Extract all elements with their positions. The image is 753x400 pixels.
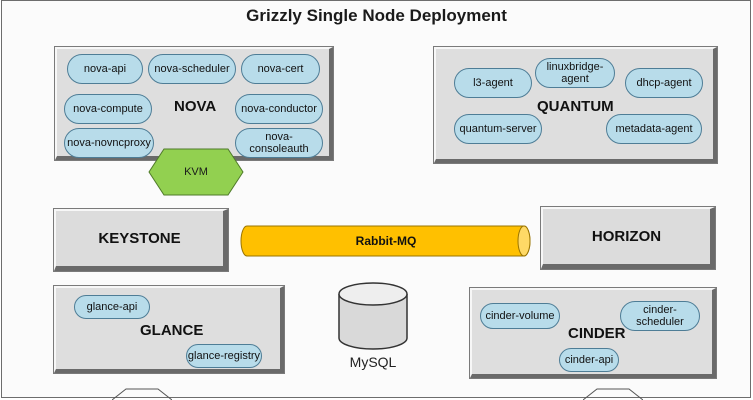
quantum-label: QUANTUM [537, 98, 614, 115]
linuxbridge-agent-pill: linuxbridge- agent [535, 58, 615, 88]
quantum-server-pill: quantum-server [454, 114, 542, 144]
cinder-api-pill: cinder-api [559, 348, 619, 372]
diagram-title: Grizzly Single Node Deployment [246, 6, 507, 25]
nova-scheduler-pill: nova-scheduler [148, 54, 236, 84]
kvm-hexagon [148, 148, 244, 196]
glance-registry-pill: glance-registry [186, 344, 262, 368]
cinder-scheduler-pill: cinder- scheduler [620, 301, 700, 331]
metadata-agent-pill: metadata-agent [606, 114, 702, 144]
mysql-database-icon [338, 282, 408, 350]
rabbit-mq-label: Rabbit-MQ [355, 234, 417, 248]
cinder-label: CINDER [568, 325, 626, 342]
cinder-volume-pill: cinder-volume [480, 303, 560, 329]
mysql-label: MySQL [349, 354, 397, 370]
nova-cert-pill: nova-cert [241, 54, 320, 84]
nova-novncproxy-pill: nova-novncproxy [64, 128, 154, 158]
bottom-edge-shape-right [583, 388, 643, 400]
bottom-edge-shape-left [112, 388, 172, 400]
nova-label: NOVA [174, 98, 217, 115]
nova-api-pill: nova-api [67, 54, 143, 84]
rabbit-mq-cylinder [240, 225, 531, 257]
kvm-label: KVM [184, 166, 208, 178]
glance-label: GLANCE [140, 322, 204, 339]
glance-api-pill: glance-api [74, 295, 150, 319]
keystone-box: KEYSTONE [53, 208, 229, 272]
l3-agent-pill: l3-agent [454, 68, 532, 98]
nova-consoleauth-pill: nova-consoleauth [235, 128, 323, 158]
horizon-box: HORIZON [540, 206, 716, 270]
dhcp-agent-pill: dhcp-agent [625, 68, 703, 98]
nova-conductor-pill: nova-conductor [235, 94, 323, 124]
nova-compute-pill: nova-compute [64, 94, 152, 124]
